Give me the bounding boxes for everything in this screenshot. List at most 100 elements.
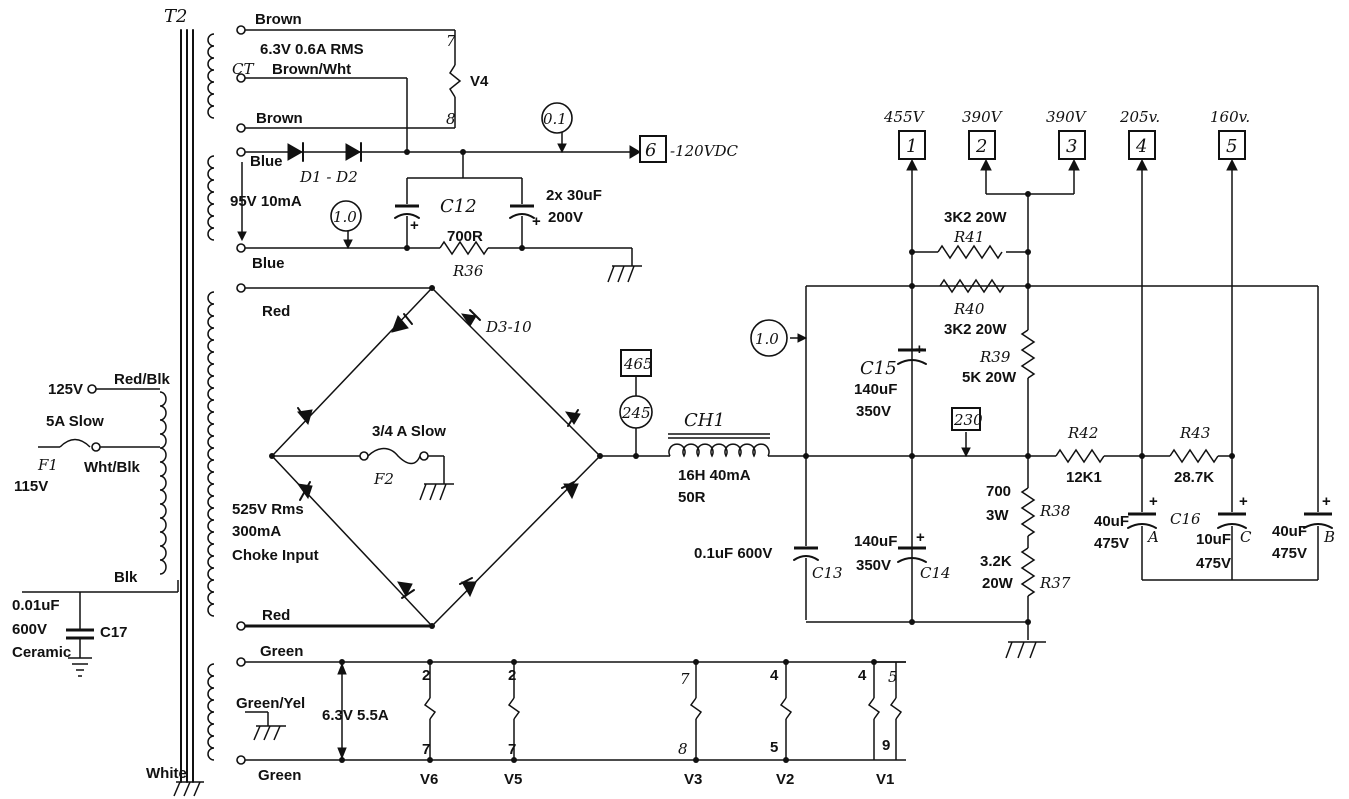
bridge-diode-2-icon: [460, 309, 481, 327]
diode-d2-icon: [345, 143, 362, 161]
hv-bottom-red-label: Red: [262, 607, 290, 624]
v5-tube-label: V5: [504, 771, 522, 788]
transformer-name: T2: [164, 6, 187, 27]
c12a-plus: +: [410, 217, 419, 234]
c15-plus: +: [915, 341, 924, 358]
v6-pin-bottom: 7: [422, 741, 430, 758]
tap-125v-label: 125V: [48, 381, 83, 398]
choke-value: 16H 40mA: [678, 467, 751, 484]
r42-value: 12K1: [1066, 469, 1102, 486]
v5-pin-top: 2: [508, 667, 516, 684]
c12-value: 2x 30uF: [546, 187, 602, 204]
red-blk-label: Red/Blk: [114, 371, 171, 388]
output-box-3: [1058, 130, 1086, 160]
c12-name: C12: [440, 196, 477, 217]
c14-plus: +: [916, 529, 925, 546]
r43-value: 28.7K: [1174, 469, 1214, 486]
output-box-4: [1128, 130, 1156, 160]
r39-value: 5K 20W: [962, 369, 1017, 386]
c12b-plus: +: [532, 213, 541, 230]
c16b-section: B: [1323, 528, 1335, 546]
meter-465-value: 465: [623, 355, 653, 373]
output-box-6-number: 6: [645, 140, 656, 161]
r37-name: R37: [1039, 574, 1071, 592]
c16b-plus: +: [1322, 493, 1331, 510]
output-box-2: [968, 130, 996, 160]
c15-name: C15: [860, 358, 897, 379]
hv-bridge-rectifier: [236, 283, 603, 631]
output-box-5-number: 5: [1226, 136, 1237, 157]
choke-resistance: 50R: [678, 489, 706, 506]
c17-name: C17: [100, 624, 128, 641]
c17-voltage: 600V: [12, 621, 47, 638]
v4-pin-7: 7: [446, 32, 456, 50]
output-5-voltage: 160v.: [1210, 108, 1250, 126]
heater-bottom-ct-label: Green/Yel: [236, 695, 305, 712]
bias-top-blue-label: Blue: [250, 153, 283, 170]
c16c-plus: +: [1239, 493, 1248, 510]
output-box-6: [639, 135, 667, 163]
c17-type: Ceramic: [12, 644, 71, 661]
tube-heaters: [423, 659, 906, 763]
transformer-white-label: White: [146, 765, 187, 782]
c16a-voltage: 475V: [1094, 535, 1129, 552]
heater-top-brown-label: Brown: [255, 11, 302, 28]
blk-label: Blk: [114, 569, 138, 586]
bridge-diode-4-icon: [564, 409, 581, 427]
r38-value-watts: 3W: [986, 507, 1009, 524]
r40-value: 3K2 20W: [944, 321, 1007, 338]
v2-pin-top: 4: [770, 667, 779, 684]
v4-heater-circuit: [236, 25, 462, 152]
output-2-voltage: 390V: [962, 108, 1004, 126]
test-point-1-0-bias-value: 1.0: [333, 208, 357, 226]
test-230-value: 230: [953, 411, 983, 429]
v6-tube-label: V6: [420, 771, 438, 788]
transformer-ground-icon: [173, 781, 204, 797]
output-terminals: 1 2 3 4 5 455V 390V 390V 205v. 160v.: [883, 108, 1250, 160]
output-1-voltage: 455V: [883, 108, 926, 126]
c17-value: 0.01uF: [12, 597, 60, 614]
v3-pin-top: 7: [680, 670, 690, 688]
heater-top-ct-wire: Brown/Wht: [272, 61, 351, 78]
c16c-value: 10uF: [1196, 531, 1231, 548]
bridge-diode-6-icon: [561, 481, 579, 500]
test-point-0-1: [541, 102, 573, 134]
r43-name: R43: [1179, 424, 1210, 442]
meter-245-value: 245: [621, 404, 651, 422]
bias-output-voltage: -120VDC: [670, 142, 739, 160]
v3-pin-bottom: 8: [678, 740, 688, 758]
heater-top-brown-bottom: Brown: [256, 110, 303, 127]
hv-top-red-label: Red: [262, 303, 290, 320]
test-point-1-0-hv-value: 1.0: [755, 330, 779, 348]
fuse-f2-rating: 3/4 A Slow: [372, 423, 446, 440]
r37-value-ohms: 3.2K: [980, 553, 1012, 570]
bridge-diode-7-icon: [397, 581, 415, 599]
diode-d1-icon: [287, 143, 304, 161]
bias-supply-circuit: [236, 130, 642, 283]
meter-245-circle: [619, 395, 653, 429]
v1-tube-label: V1: [876, 771, 894, 788]
meter-465-box: [620, 349, 652, 377]
primary-winding: [159, 391, 167, 575]
r38-value-ohms: 700: [986, 483, 1011, 500]
output-3-voltage: 390V: [1046, 108, 1088, 126]
output-box-1: [898, 130, 926, 160]
choke-circuit: [600, 286, 819, 620]
v4-pin-8: 8: [446, 110, 456, 128]
v6-pin-top: 2: [422, 667, 430, 684]
r39-name: R39: [979, 348, 1011, 366]
bridge-diode-8-icon: [459, 577, 477, 598]
c15-value: 140uF: [854, 381, 897, 398]
c16c-section: C: [1240, 528, 1252, 546]
v2-pin-bottom: 5: [770, 739, 778, 756]
output-box-5: [1218, 130, 1246, 160]
output-box-3-number: 3: [1066, 136, 1077, 157]
r36-value: 700R: [447, 228, 483, 245]
heater-top-ct-label: CT: [232, 60, 254, 78]
c15-voltage: 350V: [856, 403, 891, 420]
c12-voltage: 200V: [548, 209, 583, 226]
heater-bottom-rating: 6.3V 5.5A: [322, 707, 389, 724]
v1-pin-bottom: 9: [882, 737, 890, 754]
c14-name: C14: [920, 564, 951, 582]
